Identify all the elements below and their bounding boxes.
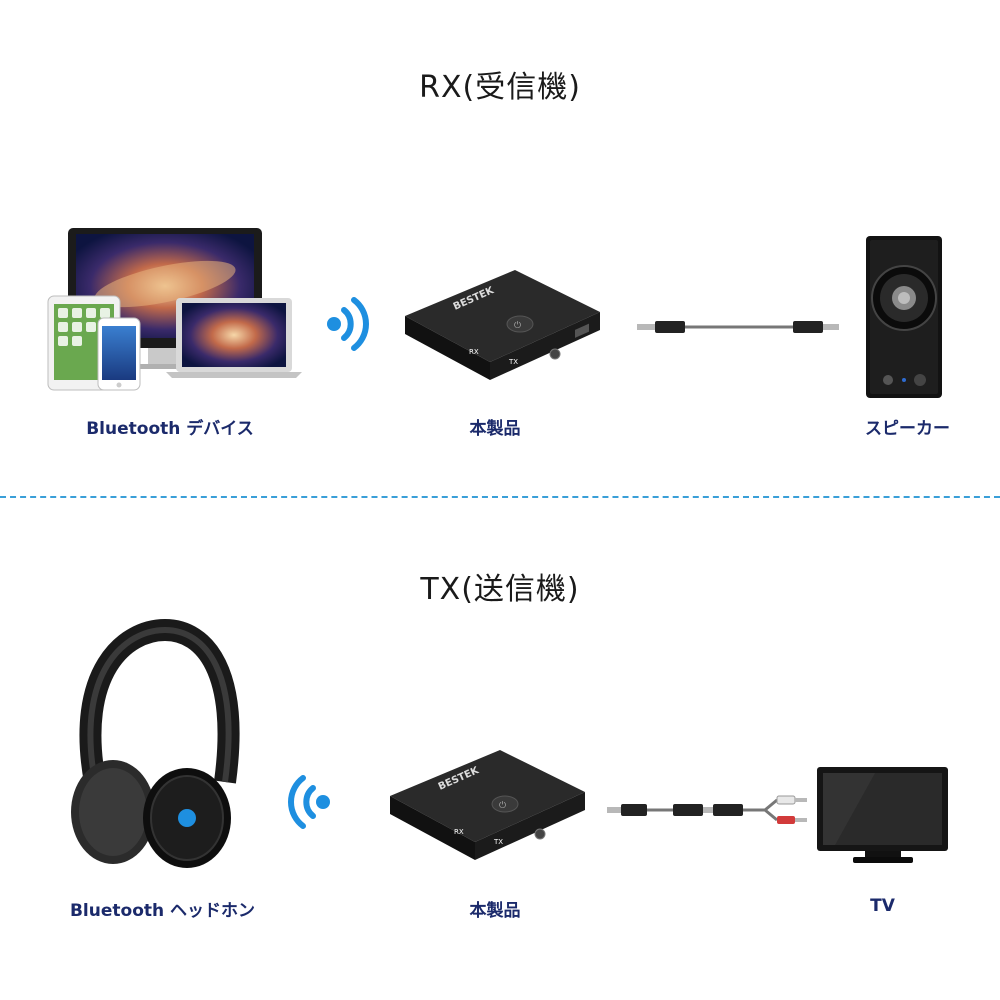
- tx-target-label: TV: [870, 896, 895, 916]
- switch-label-tx: TX: [508, 358, 518, 366]
- power-button-icon: ⏻: [514, 320, 521, 331]
- section-divider: [0, 496, 1000, 498]
- tx-section-title: TX(送信機): [420, 572, 580, 607]
- aux-port-icon-tx: [534, 828, 546, 840]
- switch-label-rx: RX: [469, 348, 479, 356]
- aux-cable-icon: [637, 321, 839, 333]
- iphone-icon: [97, 317, 141, 391]
- switch-label-rx-tx: RX: [454, 828, 464, 836]
- rx-section-title: RX(受信機): [419, 70, 581, 105]
- product-device-rx: BESTEK ⏻ RX TX: [405, 270, 600, 380]
- rx-product-label: 本製品: [469, 419, 521, 439]
- headphones-illustration: [71, 618, 240, 868]
- tv-illustration: [817, 767, 948, 863]
- bluetooth-signal-icon-tx: [288, 775, 330, 829]
- rca-cable-icon: [607, 795, 807, 824]
- macbook-icon: [166, 298, 302, 378]
- product-device-tx: BESTEK ⏻ RX TX: [390, 750, 585, 860]
- rx-target-label: スピーカー: [865, 419, 950, 439]
- switch-label-tx-tx: TX: [493, 838, 503, 846]
- power-button-icon-tx: ⏻: [499, 800, 506, 811]
- bluetooth-devices-illustration: [47, 228, 302, 391]
- tx-product-label: 本製品: [469, 901, 521, 921]
- headphone-bluetooth-logo-icon: [178, 809, 196, 827]
- rx-source-label: Bluetooth デバイス: [86, 419, 254, 439]
- tx-source-label: Bluetooth ヘッドホン: [69, 901, 256, 921]
- bluetooth-signal-icon: [327, 297, 369, 351]
- aux-port-icon: [549, 348, 561, 360]
- speaker-illustration: [866, 236, 942, 398]
